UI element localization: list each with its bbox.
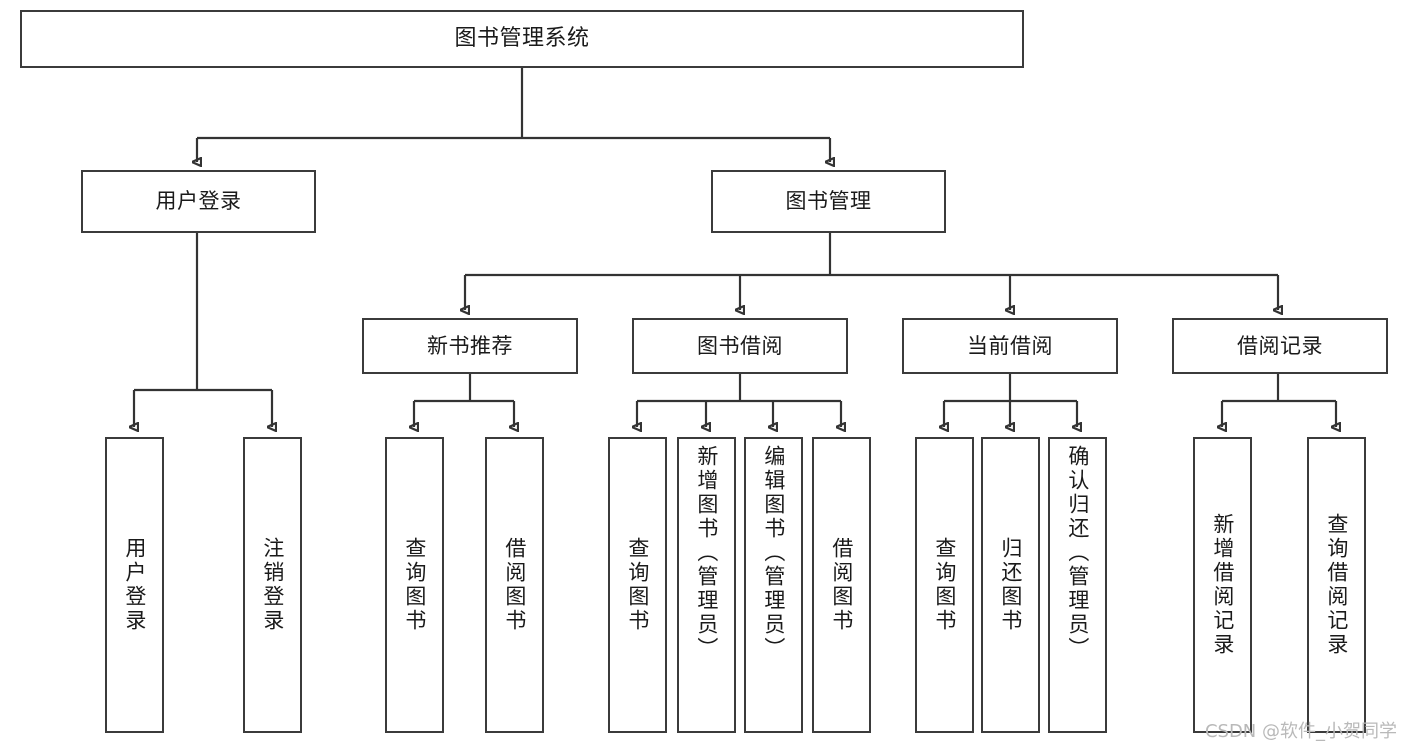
node-borrow-record[interactable]: 借阅记录 (1172, 318, 1388, 374)
node-label: 借阅图书 (829, 537, 854, 633)
node-new-book-recommend[interactable]: 新书推荐 (362, 318, 578, 374)
node-leaf-borrow-book-recommend[interactable]: 借阅图书 (485, 437, 544, 733)
node-root-system[interactable]: 图书管理系统 (20, 10, 1024, 68)
node-label: 查询借阅记录 (1324, 513, 1349, 657)
node-label: 查询图书 (625, 537, 650, 633)
node-leaf-query-borrow-record[interactable]: 查询借阅记录 (1307, 437, 1366, 733)
node-label: 查询图书 (932, 537, 957, 633)
node-leaf-query-book-borrow[interactable]: 查询图书 (608, 437, 667, 733)
node-label: 借阅图书 (502, 537, 527, 633)
node-label: 新增图书（管理员） (694, 445, 719, 661)
node-label: 归还图书 (998, 537, 1023, 633)
node-leaf-confirm-return-admin[interactable]: 确认归还（管理员） (1048, 437, 1107, 733)
node-label: 图书借阅 (697, 333, 783, 358)
node-label: 图书管理系统 (454, 26, 590, 52)
node-label: 借阅记录 (1237, 333, 1323, 358)
node-label: 当前借阅 (967, 333, 1053, 358)
node-user-login[interactable]: 用户登录 (81, 170, 316, 233)
node-leaf-edit-book-admin[interactable]: 编辑图书（管理员） (744, 437, 803, 733)
node-label: 新增借阅记录 (1210, 513, 1235, 657)
node-book-management[interactable]: 图书管理 (711, 170, 946, 233)
node-label: 图书管理 (785, 189, 872, 214)
watermark-text: CSDN @软件_小贺同学 (1204, 721, 1397, 742)
node-label: 注销登录 (260, 537, 285, 633)
node-leaf-query-book-recommend[interactable]: 查询图书 (385, 437, 444, 733)
node-label: 新书推荐 (427, 333, 513, 358)
node-label: 用户登录 (155, 189, 242, 214)
node-book-borrow[interactable]: 图书借阅 (632, 318, 848, 374)
node-label: 确认归还（管理员） (1065, 445, 1090, 661)
node-label: 用户登录 (122, 537, 147, 633)
node-leaf-query-book-current[interactable]: 查询图书 (915, 437, 974, 733)
node-current-borrow[interactable]: 当前借阅 (902, 318, 1118, 374)
node-label: 查询图书 (402, 537, 427, 633)
node-leaf-add-borrow-record[interactable]: 新增借阅记录 (1193, 437, 1252, 733)
node-leaf-add-book-admin[interactable]: 新增图书（管理员） (677, 437, 736, 733)
node-leaf-logout[interactable]: 注销登录 (243, 437, 302, 733)
node-leaf-user-login[interactable]: 用户登录 (105, 437, 164, 733)
node-leaf-borrow-book[interactable]: 借阅图书 (812, 437, 871, 733)
node-label: 编辑图书（管理员） (761, 445, 786, 661)
node-leaf-return-book[interactable]: 归还图书 (981, 437, 1040, 733)
